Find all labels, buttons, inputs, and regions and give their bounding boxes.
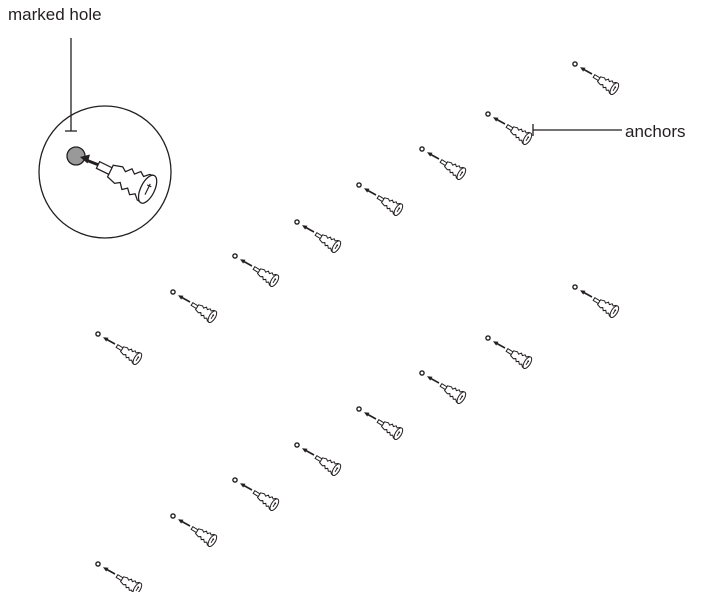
anchor-layer — [95, 61, 622, 597]
wall-anchor-icon — [95, 331, 145, 367]
wall-anchor-icon — [170, 289, 220, 325]
wall-anchor-icon — [356, 406, 406, 442]
wall-anchor-icon — [294, 219, 344, 255]
wall-anchor-icon — [572, 284, 622, 320]
wall-anchor-icon — [419, 146, 469, 182]
marked-hole-label: marked hole — [8, 5, 102, 24]
wall-anchor-icon — [356, 182, 406, 218]
wall-anchor-icon — [232, 253, 282, 289]
wall-anchor-icon — [170, 513, 220, 549]
anchors-label: anchors — [625, 122, 686, 141]
wall-anchor-icon — [572, 61, 622, 97]
wall-anchor-icon — [485, 111, 535, 147]
wall-anchor-icon — [419, 370, 469, 406]
marked-hole-icon — [66, 146, 86, 166]
wall-anchor-icon — [95, 561, 145, 597]
wall-anchor-icon — [232, 477, 282, 513]
wall-anchor-icon — [95, 160, 158, 204]
wall-anchor-icon — [294, 442, 344, 478]
wall-anchor-icon — [485, 335, 535, 371]
detail-magnifier — [38, 105, 172, 239]
anchors-leader — [532, 124, 622, 136]
marked-hole-leader — [65, 38, 77, 132]
